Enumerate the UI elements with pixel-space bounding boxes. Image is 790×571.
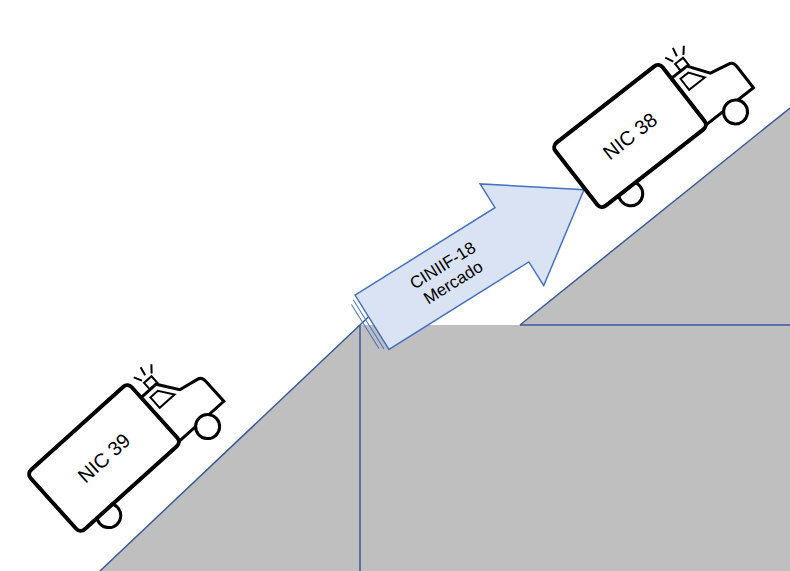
step-line [520, 324, 790, 326]
wheel [191, 410, 225, 444]
node-label: CINIIF-18 Mercado [398, 233, 499, 316]
node-label: NIC 38 [598, 108, 661, 164]
siren-ray [671, 48, 678, 56]
siren-ray [679, 46, 688, 55]
siren-ray [665, 55, 673, 64]
wheel [719, 95, 753, 129]
ground-fill [100, 108, 790, 571]
cab-window [150, 384, 174, 408]
step-line [359, 325, 361, 571]
cargo-box [552, 63, 708, 210]
siren-ray [139, 367, 147, 375]
siren-ray [147, 364, 156, 373]
node-label: NIC 39 [73, 429, 135, 488]
cab-window [680, 66, 704, 89]
cargo-box [27, 383, 182, 533]
siren-ray [134, 375, 142, 384]
